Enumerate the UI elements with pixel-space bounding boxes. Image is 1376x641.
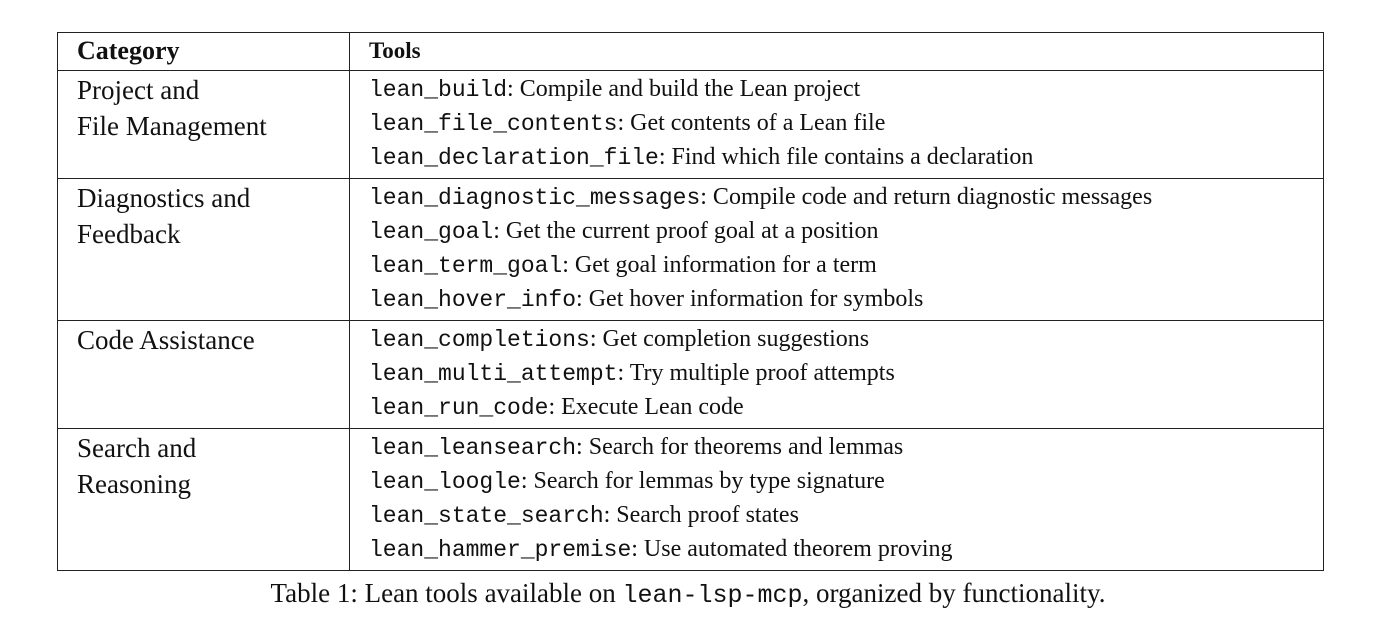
tool-description: : Execute Lean code bbox=[548, 394, 744, 420]
tool-description: : Search for theorems and lemmas bbox=[576, 434, 904, 460]
header-category: Category bbox=[57, 32, 350, 71]
tool-entry: lean_goal: Get the current proof goal at… bbox=[369, 215, 1323, 249]
tool-description: : Search for lemmas by type signature bbox=[520, 468, 885, 494]
tool-entry: lean_leansearch: Search for theorems and… bbox=[369, 431, 1323, 465]
tool-entry: lean_file_contents: Get contents of a Le… bbox=[369, 107, 1323, 141]
category-line: Code Assistance bbox=[77, 325, 255, 355]
tools-cell: lean_build: Compile and build the Lean p… bbox=[349, 70, 1324, 179]
tool-entry: lean_completions: Get completion suggest… bbox=[369, 323, 1323, 357]
header-tools: Tools bbox=[349, 32, 1324, 71]
tool-entry: lean_term_goal: Get goal information for… bbox=[369, 249, 1323, 283]
tool-entry: lean_build: Compile and build the Lean p… bbox=[369, 73, 1323, 107]
table-header-row: Category Tools bbox=[57, 32, 1324, 71]
tool-entry: lean_multi_attempt: Try multiple proof a… bbox=[369, 357, 1323, 391]
tool-entry: lean_hammer_premise: Use automated theor… bbox=[369, 533, 1323, 567]
tool-description: : Get goal information for a term bbox=[562, 252, 877, 278]
tool-entry: lean_diagnostic_messages: Compile code a… bbox=[369, 181, 1323, 215]
table-caption: Table 1: Lean tools available on lean-ls… bbox=[0, 575, 1376, 614]
tool-description: : Try multiple proof attempts bbox=[617, 360, 895, 386]
category-line: Feedback bbox=[77, 219, 181, 249]
tools-cell: lean_leansearch: Search for theorems and… bbox=[349, 428, 1324, 571]
tool-entry: lean_hover_info: Get hover information f… bbox=[369, 283, 1323, 317]
tool-description: : Get contents of a Lean file bbox=[617, 110, 886, 136]
tool-entry: lean_state_search: Search proof states bbox=[369, 499, 1323, 533]
tool-description: : Search proof states bbox=[603, 502, 799, 528]
table-row: Code Assistance lean_completions: Get com… bbox=[57, 320, 1324, 429]
category-line: Reasoning bbox=[77, 469, 191, 499]
category-line: Project and bbox=[77, 75, 200, 105]
caption-prefix: Table 1: Lean tools available on bbox=[270, 578, 623, 608]
tool-name: lean_hover_info bbox=[369, 287, 577, 313]
tool-description: : Get completion suggestions bbox=[589, 326, 870, 352]
tool-name: lean_file_contents bbox=[369, 111, 618, 137]
tool-description: : Use automated theorem proving bbox=[631, 536, 953, 562]
caption-code: lean-lsp-mcp bbox=[622, 581, 803, 610]
tool-description: : Get the current proof goal at a positi… bbox=[493, 218, 879, 244]
category-line: Diagnostics and bbox=[77, 183, 251, 213]
category-line: Search and bbox=[77, 433, 197, 463]
tool-name: lean_loogle bbox=[369, 469, 521, 495]
tool-name: lean_term_goal bbox=[369, 253, 563, 279]
tool-name: lean_run_code bbox=[369, 395, 549, 421]
tool-name: lean_state_search bbox=[369, 503, 604, 529]
tool-entry: lean_declaration_file: Find which file c… bbox=[369, 141, 1323, 175]
tool-name: lean_multi_attempt bbox=[369, 361, 618, 387]
tool-entry: lean_run_code: Execute Lean code bbox=[369, 391, 1323, 425]
tool-name: lean_goal bbox=[369, 219, 494, 245]
tool-name: lean_build bbox=[369, 77, 508, 103]
caption-suffix: , organized by functionality. bbox=[802, 578, 1106, 608]
tool-description: : Compile and build the Lean project bbox=[507, 76, 861, 102]
tool-name: lean_completions bbox=[369, 327, 590, 353]
tools-cell: lean_completions: Get completion suggest… bbox=[349, 320, 1324, 429]
tools-cell: lean_diagnostic_messages: Compile code a… bbox=[349, 178, 1324, 321]
tool-name: lean_declaration_file bbox=[369, 145, 659, 171]
category-cell: Code Assistance bbox=[57, 320, 350, 429]
tool-name: lean_diagnostic_messages bbox=[369, 185, 701, 211]
tool-description: : Compile code and return diagnostic mes… bbox=[700, 184, 1153, 210]
tool-entry: lean_loogle: Search for lemmas by type s… bbox=[369, 465, 1323, 499]
tool-name: lean_leansearch bbox=[369, 435, 577, 461]
tool-description: : Find which file contains a declaration bbox=[658, 144, 1034, 170]
tool-name: lean_hammer_premise bbox=[369, 537, 632, 563]
tool-description: : Get hover information for symbols bbox=[576, 286, 924, 312]
category-line: File Management bbox=[77, 111, 267, 141]
